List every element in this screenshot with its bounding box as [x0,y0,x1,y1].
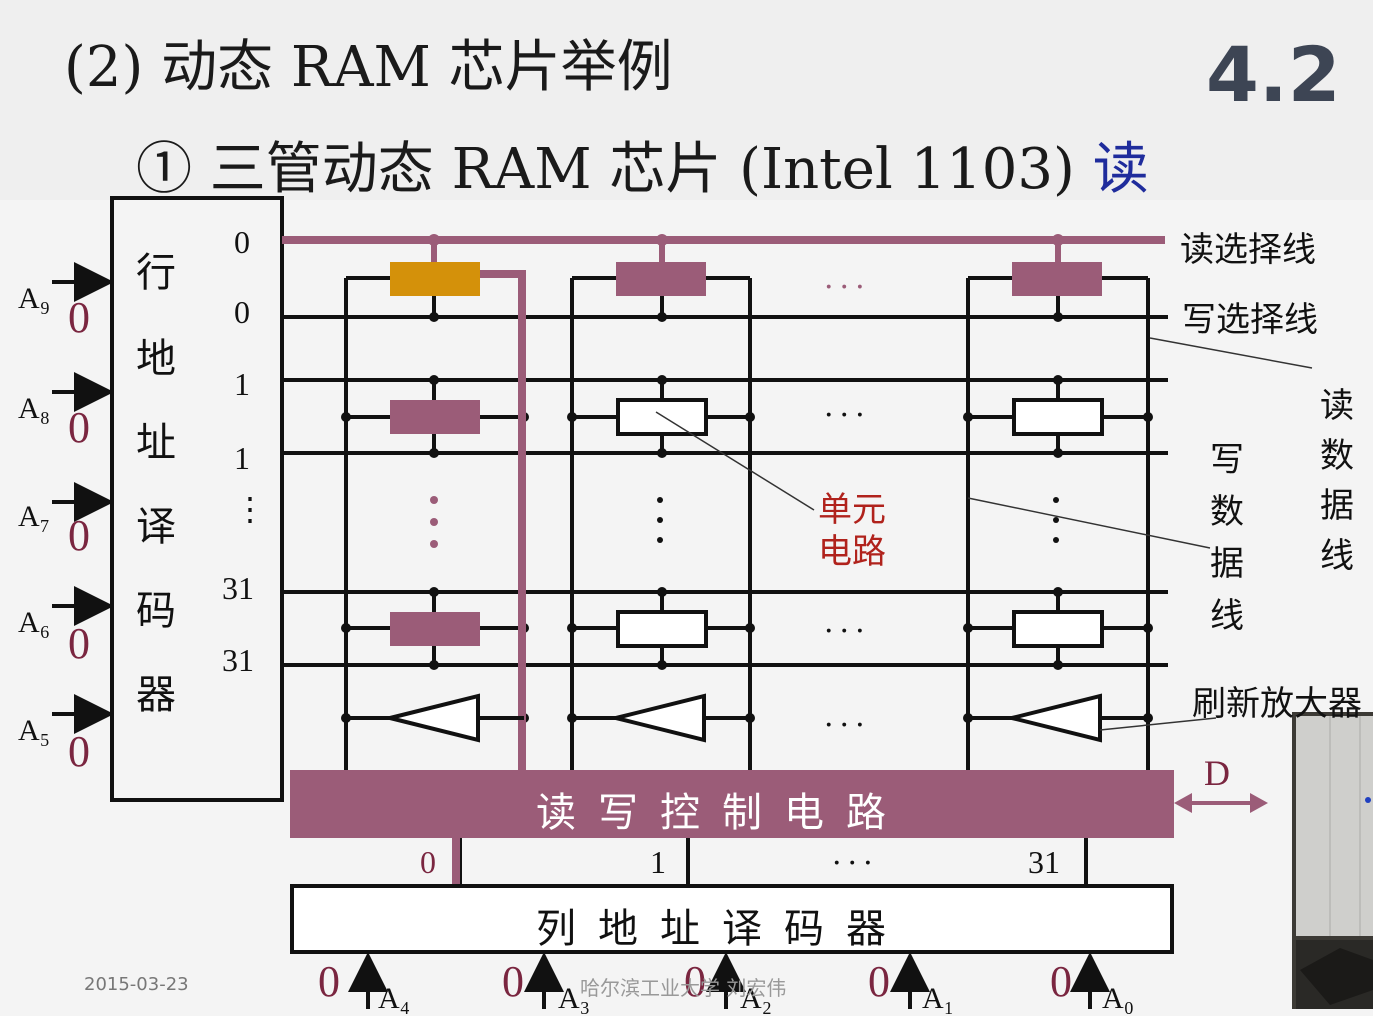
row-address-arrows [52,262,114,734]
cell-row31-col31 [1012,610,1104,648]
row-decoder-char: 译 [136,504,176,550]
row-address-value: 0 [68,403,90,452]
read-data-label: 线 [1320,536,1354,576]
row-decoder-char: 码 [136,588,176,634]
write-data-label: 数 [1210,492,1244,532]
col-decoder-label: 列地址译码器 [536,906,908,952]
write-data-label: 据 [1210,544,1244,584]
slide-title: (2) 动态 RAM 芯片举例 [64,35,673,100]
row-decoder-char: 地 [136,336,176,382]
cell-row1-col1 [616,398,708,436]
col-address-name: A₄ [378,982,411,1015]
watermark: 哈尔滨工业大学 刘宏伟 [580,976,787,1000]
row-address-name: A₈ [18,392,51,425]
cell-row0-col31 [1012,262,1102,296]
row-output-label: 0 [234,224,250,260]
cell-selected [390,262,480,296]
column-ellipsis: ··· [824,614,871,649]
row-address-value: 0 [68,727,90,776]
row-address-value: 0 [68,619,90,668]
row-output-label: ⋮ [234,491,266,527]
row-address-value: 0 [68,511,90,560]
cell-row1-col0 [390,400,480,434]
read-data-label: 数 [1320,436,1354,476]
data-pin-label: D [1204,753,1230,793]
row-output-label: 1 [234,440,250,476]
slide-date: 2015-03-23 [84,974,189,995]
col-output-label: 1 [650,844,666,880]
column-ellipsis: ··· [824,708,871,743]
row-address-name: A₇ [18,500,51,533]
row-address-value: 0 [68,293,90,342]
row-output-label: 31 [222,642,254,678]
col-output-label: 31 [1028,844,1060,880]
row-address-name: A₉ [18,282,51,315]
rw-control-label: 读写控制电路 [536,790,908,836]
col-address-name: A₁ [922,982,955,1015]
col-output-label: ··· [832,846,879,881]
col-address-name: A₀ [1102,982,1135,1015]
row-address-name: A₆ [18,606,51,639]
cell-row1-col31 [1012,398,1104,436]
row-decoder-char: 行 [136,250,176,296]
write-data-label: 写 [1210,440,1244,480]
row-address-name: A₅ [18,714,51,747]
cell-row0-col1 [616,262,706,296]
row-output-label: 0 [234,294,250,330]
col-address-value: 0 [318,957,340,1006]
cell-row31-col1 [616,610,708,648]
cell-label: 单元 [818,490,886,530]
refresh-amplifiers [346,693,1148,743]
mode-label: 读 [1092,137,1149,202]
section-number: 4.2 [1206,30,1341,119]
refresh-amp-label: 刷新放大器 [1192,684,1362,724]
col-address-value: 0 [502,957,524,1006]
column-ellipsis: ··· [824,270,871,305]
read-data-path [480,270,526,770]
read-data-label: 据 [1320,486,1354,526]
rw-control-block [290,770,1174,838]
write-select-label: 写选择线 [1182,300,1318,340]
read-data-label: 读 [1320,386,1354,426]
write-data-label: 线 [1210,596,1244,636]
col-output-label: 0 [420,844,436,880]
row-decoder-char: 器 [136,672,176,718]
cell-label: 电路 [818,532,886,572]
column-ellipsis: ··· [824,398,871,433]
bit-lines [344,276,1150,770]
slide-subtitle: ① 三管动态 RAM 芯片 (Intel 1103) 读 [136,124,1149,205]
row-output-label: 1 [234,366,250,402]
cell-row31-col0 [390,612,480,646]
subtitle-text: ① 三管动态 RAM 芯片 (Intel 1103) [136,137,1093,202]
col-address-value: 0 [684,957,706,1006]
col-address-value: 0 [868,957,890,1006]
row-decoder-char: 址 [136,420,176,466]
row-output-label: 31 [222,570,254,606]
read-select-label: 读选择线 [1180,230,1316,270]
col-address-arrows [348,952,1110,1009]
col-address-value: 0 [1050,957,1072,1006]
